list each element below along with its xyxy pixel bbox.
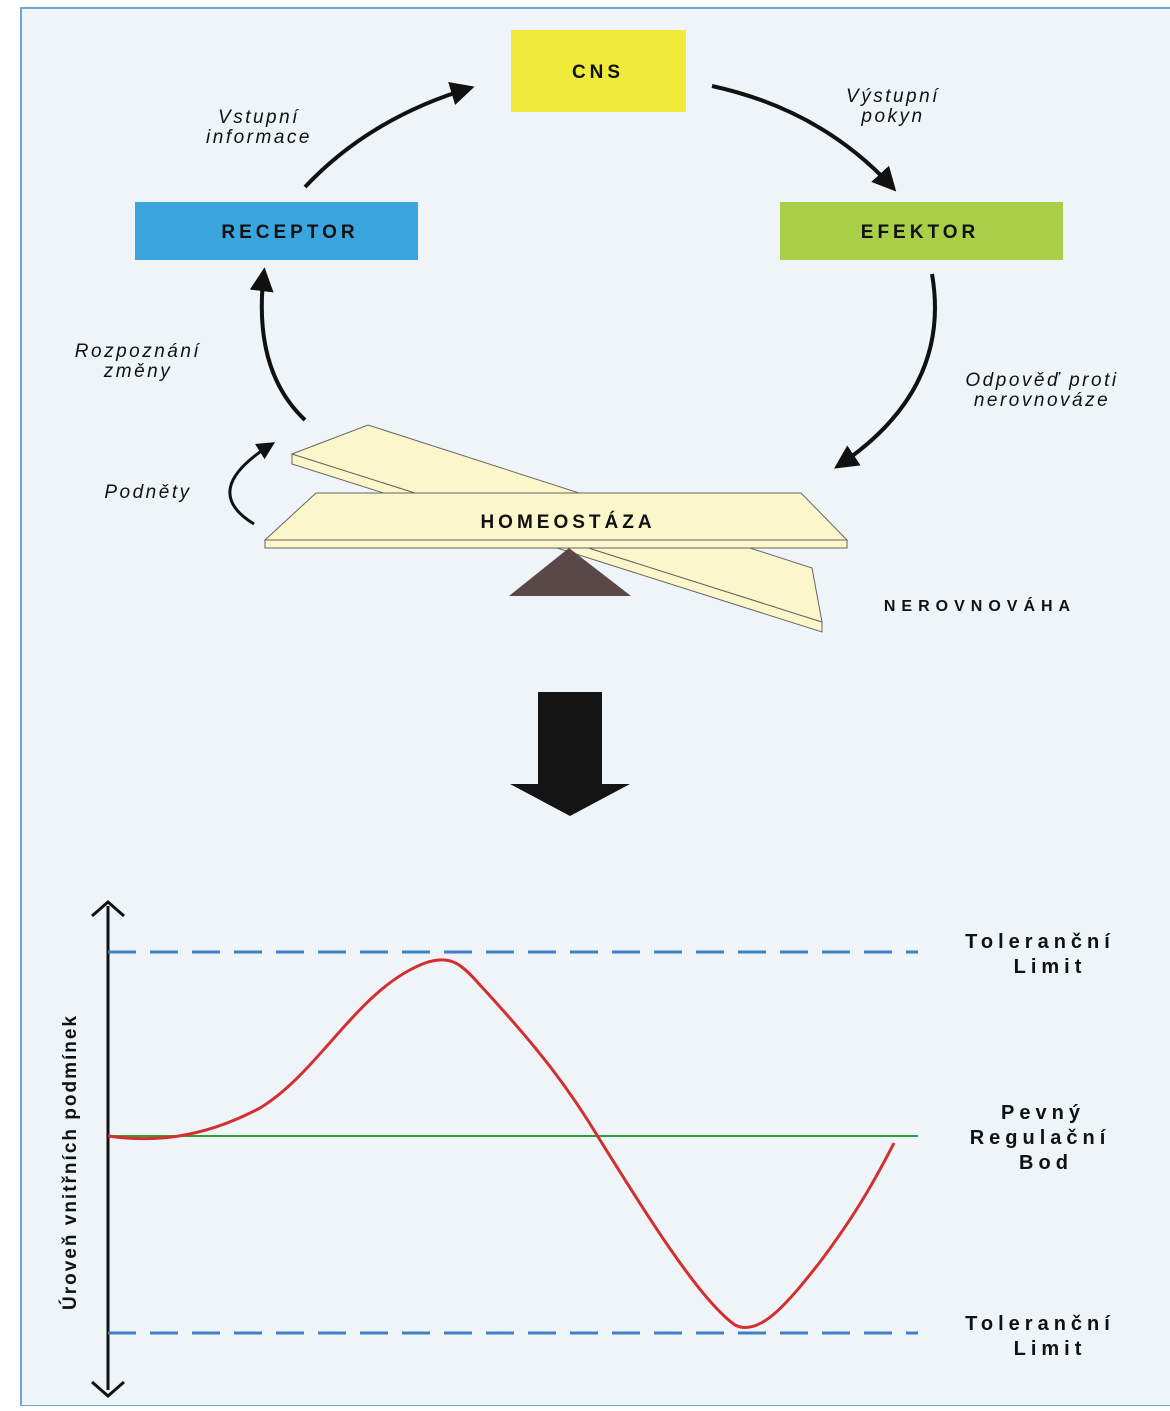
chart: Úroveň vnitřních podmínek Toleranční Lim… (59, 900, 1115, 1398)
cns-box: CNS (511, 30, 686, 112)
lower-limit-label-line1: Toleranční (965, 1313, 1115, 1335)
level-plank-side (264, 539, 848, 549)
homeostasis-label: HOMEOSTÁZA (480, 511, 655, 533)
recognition-label-line2: změny (103, 361, 172, 382)
imbalance-label: NEROVNOVÁHA (884, 596, 1076, 615)
input-arrow (303, 82, 475, 189)
input-label-line2: informace (206, 127, 312, 148)
y-axis-label: Úroveň vnitřních podmínek (59, 1014, 81, 1310)
upper-limit-label-line2: Limit (1014, 956, 1087, 978)
output-label-line2: pokyn (860, 106, 924, 127)
response-arrow (834, 273, 937, 469)
response-label-line2: nerovnováze (974, 390, 1110, 411)
upper-limit-label-line1: Toleranční (965, 931, 1115, 953)
stimuli-label: Podněty (104, 482, 191, 503)
setpoint-label-line2: Regulační (970, 1127, 1111, 1149)
y-axis-arrow-bottom (91, 1380, 125, 1398)
cns-label: CNS (572, 62, 624, 83)
transition-down-arrow (510, 692, 630, 816)
efektor-rect (780, 202, 1063, 260)
receptor-box: RECEPTOR (135, 202, 418, 260)
input-label-line1: Vstupní (218, 107, 300, 128)
setpoint-label-line3: Bod (1019, 1152, 1073, 1174)
recognition-arrow (249, 267, 307, 422)
receptor-label: RECEPTOR (221, 222, 358, 243)
output-label-line1: Výstupní (846, 86, 940, 107)
stimuli-arrow (228, 442, 276, 526)
recognition-label-line1: Rozpoznání (75, 341, 201, 362)
y-axis-arrow-top (91, 900, 125, 918)
setpoint-label-line1: Pevný (1001, 1102, 1085, 1124)
response-label-line1: Odpověď proti (965, 370, 1118, 391)
balance-scale: HOMEOSTÁZA (263, 424, 849, 633)
efektor-label: EFEKTOR (861, 222, 979, 243)
oscillation-curve (107, 958, 896, 1329)
receptor-rect (135, 202, 418, 260)
efektor-box: EFEKTOR (780, 202, 1063, 260)
lower-limit-label-line2: Limit (1014, 1338, 1087, 1360)
fulcrum (509, 548, 631, 596)
output-arrow (711, 84, 897, 192)
cns-rect (511, 30, 686, 112)
